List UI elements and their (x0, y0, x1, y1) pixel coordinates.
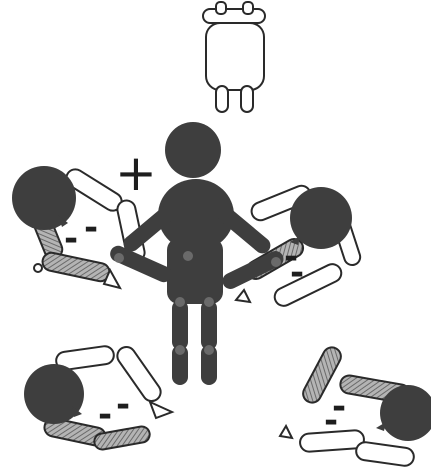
right-lower-hand (280, 426, 292, 438)
center-right-forearm (220, 248, 286, 291)
right-upper-head (290, 187, 352, 249)
left-lower-hand (150, 402, 172, 418)
left-upper-minus-b: - (84, 208, 98, 248)
center-plus-sign: + (115, 144, 157, 202)
right-upper-outline-forearm (272, 261, 345, 309)
center-left-hip-joint (175, 297, 185, 307)
center-waist-joint (183, 251, 193, 261)
center-torso-lower (167, 238, 223, 304)
center-right-knee-joint (204, 345, 214, 355)
top-figure-left-ear (216, 2, 226, 14)
left-upper-joint (34, 264, 42, 272)
right-lower-minus-b: - (324, 401, 338, 441)
top-figure-right-leg (241, 86, 253, 112)
center-head (165, 122, 221, 178)
center-left-elbow-joint (114, 253, 124, 263)
right-lower-figure: - - (280, 344, 431, 467)
right-upper-hand (236, 290, 250, 302)
top-figure-right-ear (243, 2, 253, 14)
center-left-thigh (172, 300, 188, 350)
left-lower-figure: - - (24, 343, 172, 450)
top-figure-torso (206, 23, 264, 90)
center-right-elbow-joint (271, 257, 281, 267)
center-right-hip-joint (204, 297, 214, 307)
right-upper-minus-b: - (290, 253, 304, 293)
top-figure-shoulder-bar (203, 9, 265, 23)
center-left-knee-joint (175, 345, 185, 355)
left-lower-minus-a: - (98, 395, 112, 435)
center-right-thigh (201, 300, 217, 350)
left-lower-minus-b: - (116, 385, 130, 425)
left-upper-minus-a: - (64, 219, 78, 259)
right-lower-outline-forearm (355, 441, 415, 467)
right-lower-nose (376, 422, 386, 431)
top-outline-figure (203, 2, 265, 112)
top-figure-left-leg (216, 86, 228, 112)
